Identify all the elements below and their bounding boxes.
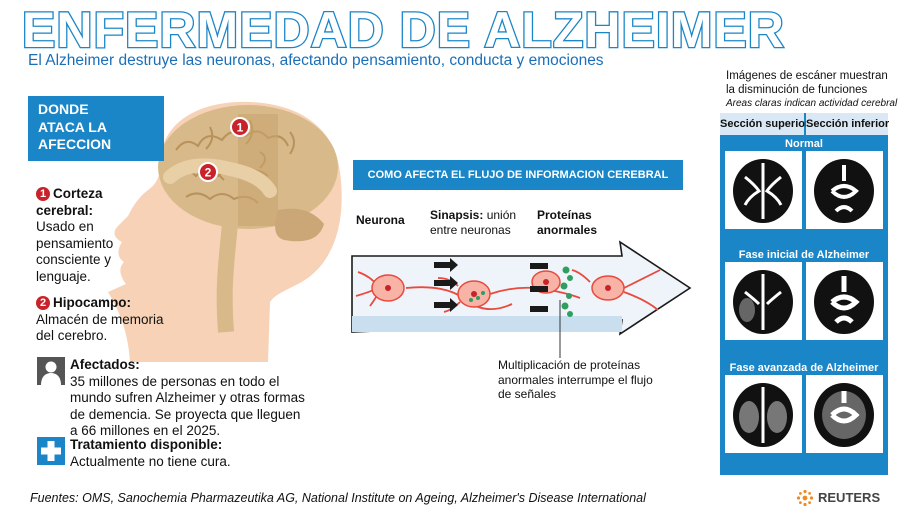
- head-brain-illustration: 1 2: [108, 101, 342, 362]
- signal-arrows-icon: [434, 258, 548, 312]
- treatment-block: Tratamiento disponible: Actualmente no t…: [70, 437, 231, 470]
- stage-label-normal: Normal: [785, 138, 823, 150]
- hippocampus-title: Hipocampo:: [53, 295, 132, 310]
- reuters-brand: REUTERS: [818, 490, 881, 505]
- flow-caption-3: de señales: [498, 387, 557, 401]
- scan-normal-lower: [806, 151, 883, 229]
- cortex-text-2: pensamiento: [36, 235, 114, 251]
- scan-note: Areas claras indican actividad cerebral: [726, 98, 898, 109]
- affected-text-2: mundo sufren Alzheimer y otras formas: [70, 390, 305, 405]
- caption-pointer: [559, 300, 561, 358]
- scan-early-lower: [806, 262, 883, 340]
- page-subtitle: El Alzheimer destruye las neuronas, afec…: [28, 52, 604, 69]
- side-box-line-3: AFECCION: [38, 136, 112, 152]
- synapse-label: Sinapsis: unión entre neuronas: [430, 208, 516, 237]
- person-icon: [37, 357, 65, 385]
- neuron-icon: [355, 271, 513, 310]
- signal-flow-diagram: [351, 240, 692, 336]
- side-box-line-1: DONDE: [38, 101, 89, 117]
- synapse-label-rest: unión: [483, 208, 517, 222]
- column-header-lower: Sección inferior: [806, 113, 889, 135]
- flow-banner: COMO AFECTA EL FLUJO DE INFORMACION CERE…: [353, 160, 683, 190]
- scan-panel: Sección superior Sección inferior Normal…: [720, 113, 889, 475]
- column-header-upper: Sección superior: [720, 113, 809, 135]
- brain-illustration: [158, 105, 338, 333]
- affected-block: Afectados: 35 millones de personas en to…: [70, 357, 305, 440]
- sources-footer: Fuentes: OMS, Sanochemia Pharmazeutika A…: [30, 491, 646, 505]
- where-it-attacks-box: DONDE ATACA LA AFECCION: [28, 96, 164, 161]
- cortex-text-4: lenguaje.: [36, 268, 91, 284]
- protein-clusters-icon: [469, 266, 573, 317]
- marker-1-icon: 1: [230, 117, 250, 137]
- proteins-label: Proteínas anormales: [537, 208, 597, 237]
- scan-normal-upper: [725, 151, 802, 229]
- hippocampus-text-1: Almacén de memoria: [36, 311, 164, 327]
- scan-early-upper: [725, 262, 802, 340]
- scan-intro-2: la disminución de funciones: [726, 83, 868, 96]
- page-title: ENFERMEDAD DE ALZHEIMER: [21, 1, 785, 60]
- affected-text-1: 35 millones de personas en todo el: [70, 373, 280, 389]
- flow-caption-2: anormales interrumpe el flujo: [498, 372, 653, 387]
- marker-1-badge: 1: [36, 187, 50, 201]
- scan-advanced-upper: [725, 375, 802, 453]
- scan-intro-1: Imágenes de escáner muestran: [726, 70, 888, 82]
- scan-intro: Imágenes de escáner muestran la disminuc…: [726, 70, 897, 111]
- marker-2-badge: 2: [36, 296, 50, 310]
- scan-advanced-lower: [806, 375, 883, 453]
- affected-title: Afectados:: [70, 357, 140, 372]
- side-box-line-2: ATACA LA: [38, 118, 107, 135]
- cortex-text-3: consciente y: [36, 252, 112, 267]
- marker-2-icon: 2: [198, 162, 218, 182]
- cortex-text-1: Usado en: [36, 219, 94, 234]
- treatment-title: Tratamiento disponible:: [70, 437, 223, 452]
- neuron-label: Neurona: [356, 213, 405, 227]
- reuters-logo-icon: [796, 489, 814, 507]
- svg-text:1: 1: [237, 121, 244, 135]
- svg-text:2: 2: [205, 166, 212, 180]
- treatment-text: Actualmente no tiene cura.: [70, 453, 231, 469]
- flow-caption-1: Multiplicación de proteínas: [498, 358, 641, 372]
- flow-caption: Multiplicación de proteínas anormales in…: [498, 358, 653, 402]
- synapse-label-bold: Sinapsis:: [430, 208, 484, 222]
- synapse-label-line-2: entre neuronas: [430, 222, 511, 237]
- stage-label-advanced: Fase avanzada de Alzheimer: [729, 362, 879, 374]
- cortex-title-line-1: Corteza: [53, 186, 103, 201]
- stage-label-early: Fase inicial de Alzheimer: [738, 249, 870, 261]
- medical-cross-icon: [37, 437, 65, 465]
- hippocampus-text-2: del cerebro.: [36, 328, 108, 343]
- affected-text-4: a 66 millones en el 2025.: [70, 423, 221, 438]
- proteins-label-line-1: Proteínas: [537, 208, 592, 222]
- affected-text-3: de demencia. Se proyecta que lleguen: [70, 406, 301, 422]
- cortex-title-line-2: cerebral:: [36, 202, 94, 218]
- proteins-label-line-2: anormales: [537, 222, 598, 237]
